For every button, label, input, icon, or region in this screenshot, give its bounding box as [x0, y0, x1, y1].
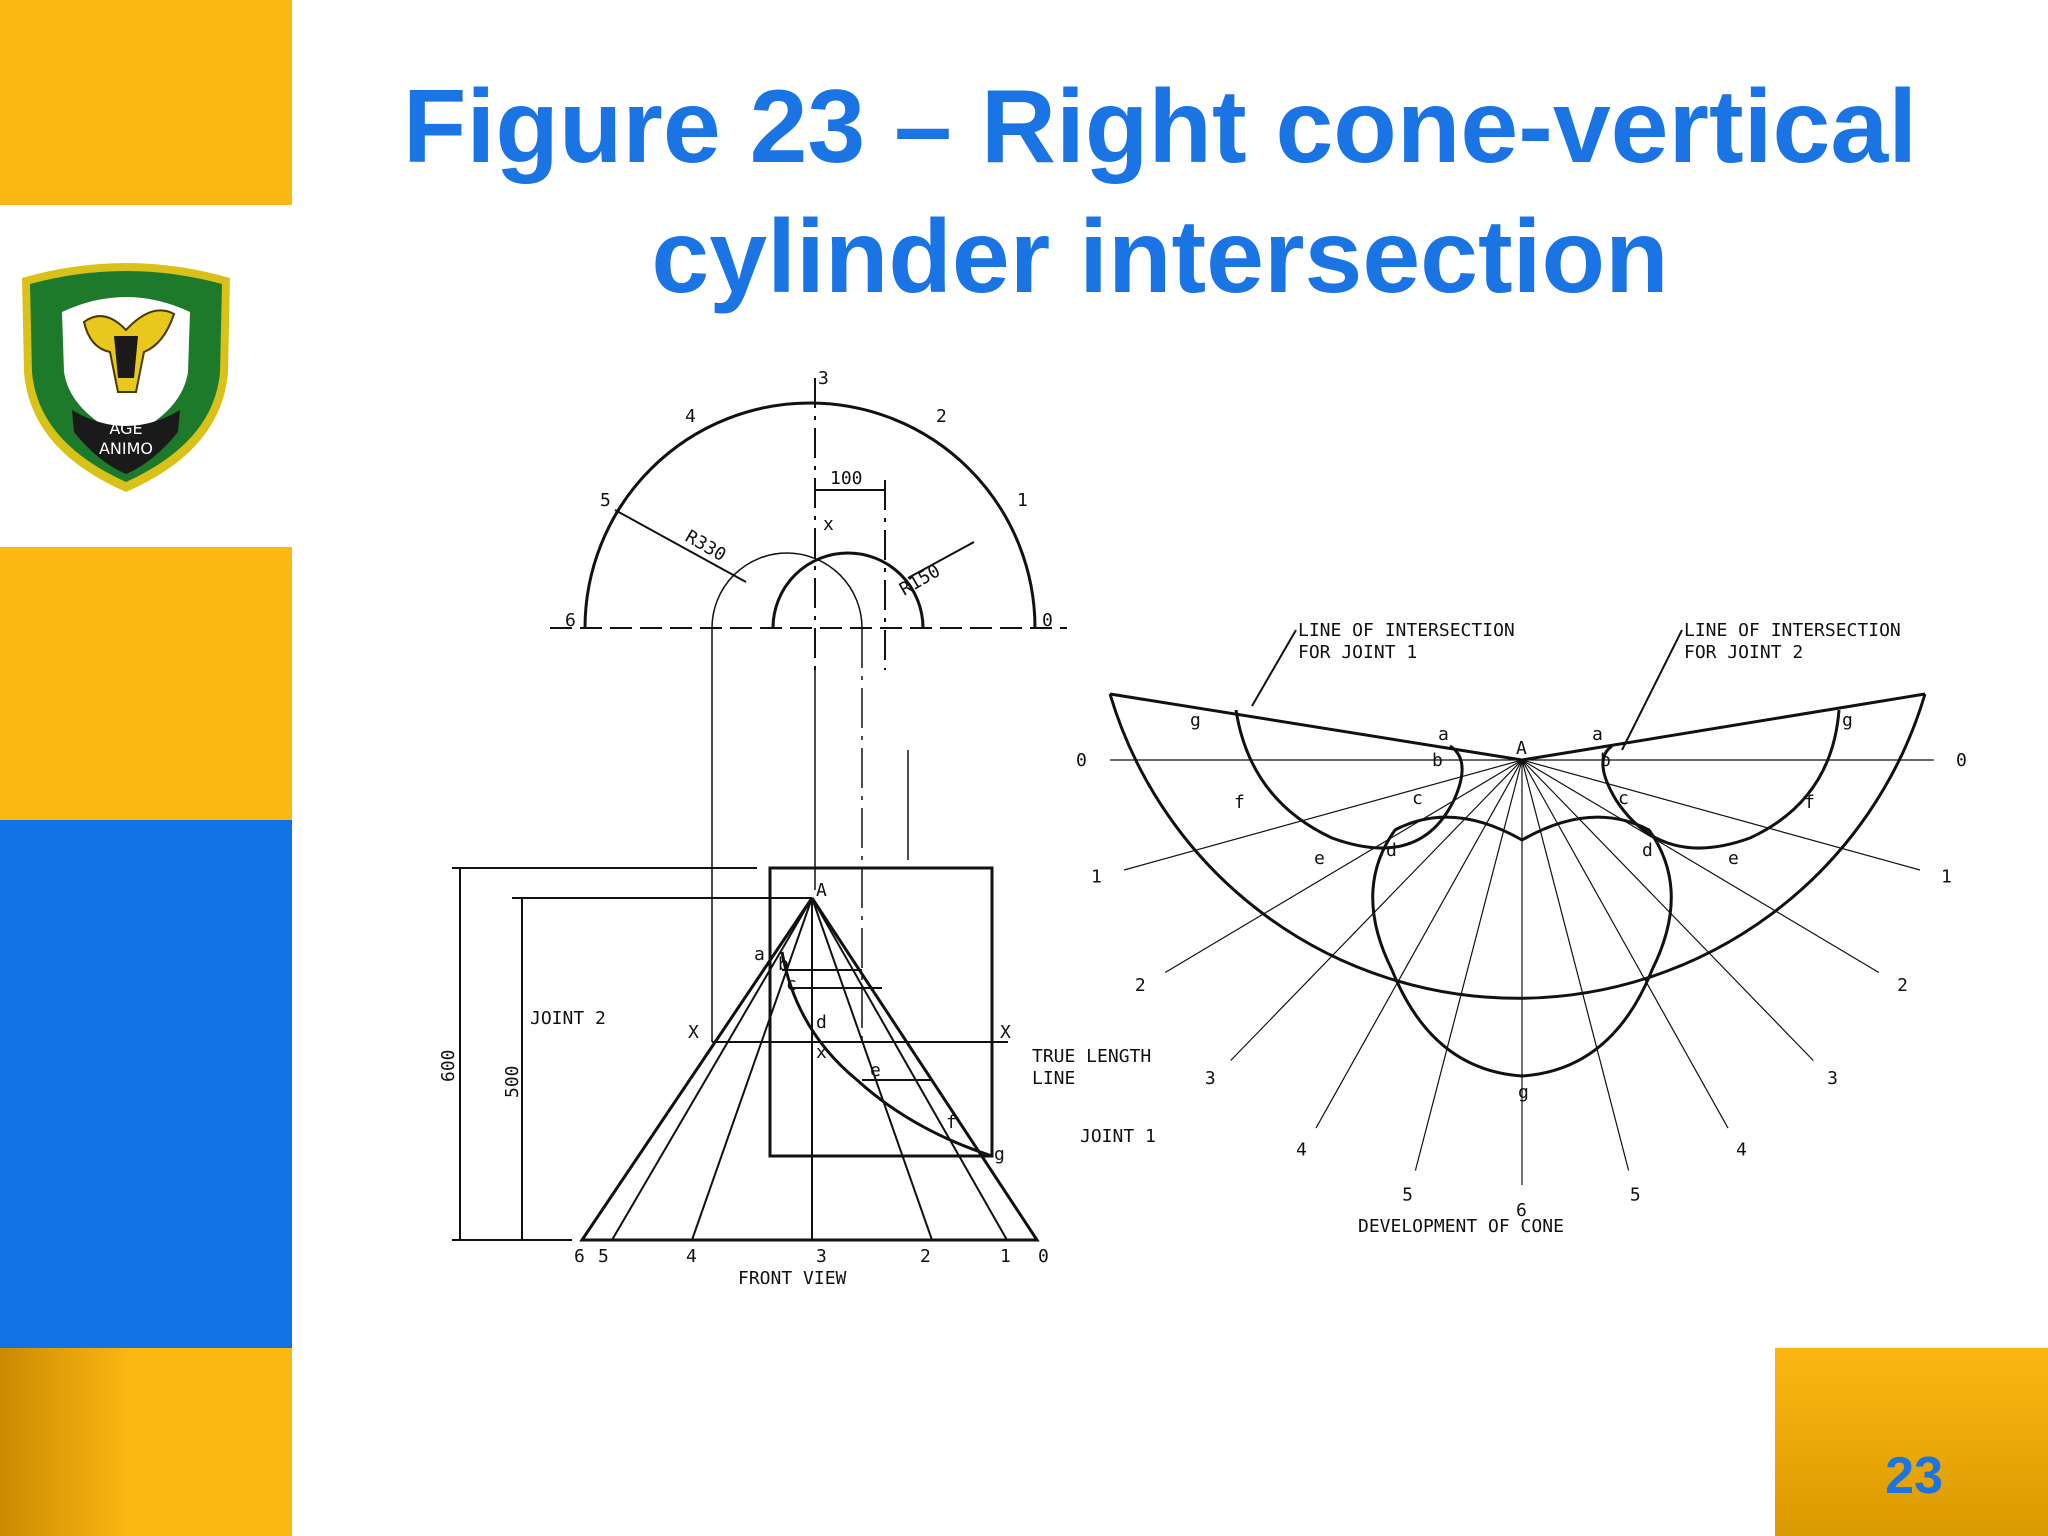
front-true-length-line1: TRUE LENGTH	[1032, 1046, 1151, 1067]
dev-letter-d-left: d	[1386, 840, 1397, 861]
plan-point-3: 3	[818, 368, 829, 389]
development-of-cone: A LINE OF INTERSECTION FOR JOINT 1 LINE …	[1076, 620, 1967, 1237]
plan-point-5: 5	[600, 490, 611, 511]
front-view-caption: FRONT VIEW	[738, 1268, 847, 1289]
page-number: 23	[1885, 1447, 1943, 1505]
dev-letter-a-right: a	[1592, 724, 1603, 745]
front-view: A a b c d e f g X X x 6 5 4 3 2 1 0 600 …	[438, 866, 1156, 1289]
development-ray	[1521, 759, 1921, 871]
gold-band-bottom	[0, 1348, 292, 1536]
development-rim-label: 4	[1736, 1140, 1747, 1161]
development-ray	[1230, 759, 1523, 1061]
development-ray	[1521, 759, 1729, 1129]
dev-joint1-line2: FOR JOINT 1	[1298, 642, 1417, 663]
development-rim-label: 1	[1091, 867, 1102, 888]
plan-point-6: 6	[565, 610, 576, 631]
plan-point-1: 1	[1017, 490, 1028, 511]
development-ray	[1164, 759, 1523, 974]
front-letter-a: a	[754, 944, 765, 965]
front-base-2: 2	[920, 1246, 931, 1267]
development-ray	[1123, 759, 1523, 871]
development-ray	[1521, 759, 1880, 974]
dev-letter-g-bottom: g	[1518, 1082, 1529, 1103]
plan-point-4: 4	[685, 406, 696, 427]
logo-motto-line2: ANIMO	[99, 439, 153, 458]
front-dim-600: 600	[438, 1049, 459, 1082]
dev-letter-e-left: e	[1314, 848, 1325, 869]
development-rim-label: 0	[1956, 750, 1967, 771]
front-base-6: 6	[574, 1246, 585, 1267]
front-joint1-label: JOINT 1	[1080, 1126, 1156, 1147]
development-rim-label: 5	[1402, 1185, 1413, 1206]
blue-band	[0, 820, 292, 1348]
development-rim-label: 3	[1827, 1068, 1838, 1089]
plan-radius-r150: R150	[896, 560, 944, 600]
gold-band-middle	[0, 547, 292, 820]
logo-motto-line1: AGÉ	[109, 419, 142, 438]
plan-point-2: 2	[936, 406, 947, 427]
front-base-4: 4	[686, 1246, 697, 1267]
dev-letter-a-left: a	[1438, 724, 1449, 745]
front-joint2-label: JOINT 2	[530, 1008, 606, 1029]
dev-caption: DEVELOPMENT OF CONE	[1358, 1216, 1564, 1237]
dev-letter-b-left: b	[1432, 750, 1443, 771]
front-letter-f: f	[946, 1112, 957, 1133]
development-rim-label: 1	[1941, 867, 1952, 888]
plan-point-0: 0	[1042, 610, 1053, 631]
dev-letter-b-right: b	[1600, 750, 1611, 771]
plan-view: 0 1 2 3 4 5 6 100 R330 R150 x	[550, 368, 1067, 670]
dev-letter-f-right: f	[1804, 792, 1815, 813]
front-dim-500: 500	[502, 1065, 523, 1098]
development-rim-label: 2	[1135, 975, 1146, 996]
development-ray	[1521, 759, 1630, 1171]
slide-title: Figure 23 – Right cone-vertical cylinder…	[300, 62, 2020, 322]
development-rim-label: 4	[1296, 1140, 1307, 1161]
front-letter-e: e	[870, 1060, 881, 1081]
gold-band-top	[0, 0, 292, 205]
front-x-mark-right: X	[1000, 1022, 1011, 1043]
dev-letter-f-left: f	[1234, 792, 1245, 813]
development-rim-label: 2	[1897, 975, 1908, 996]
dev-letter-d-right: d	[1642, 840, 1653, 861]
front-letter-c: c	[786, 974, 797, 995]
dev-joint2-line2: FOR JOINT 2	[1684, 642, 1803, 663]
development-ray	[1315, 759, 1523, 1129]
front-x-mark-left: X	[688, 1022, 699, 1043]
front-letter-g: g	[994, 1144, 1005, 1165]
dev-apex-label: A	[1516, 738, 1527, 759]
title-line-2: cylinder intersection	[651, 199, 1669, 315]
development-rim-label: 0	[1076, 750, 1087, 771]
dev-letter-c-right: c	[1618, 788, 1629, 809]
front-true-length-line2: LINE	[1032, 1068, 1075, 1089]
technical-drawing: 0 1 2 3 4 5 6 100 R330 R150 x A	[438, 368, 1967, 1289]
plan-dim-100: 100	[830, 468, 863, 489]
front-apex-label: A	[816, 880, 827, 901]
development-rim-label: 6	[1516, 1200, 1527, 1221]
front-base-5: 5	[598, 1246, 609, 1267]
development-ray	[1414, 759, 1523, 1171]
front-letter-b: b	[778, 954, 789, 975]
dev-letter-c-left: c	[1412, 788, 1423, 809]
dev-joint2-line1: LINE OF INTERSECTION	[1684, 620, 1901, 641]
dev-letter-e-right: e	[1728, 848, 1739, 869]
front-base-0: 0	[1038, 1246, 1049, 1267]
front-base-3: 3	[816, 1246, 827, 1267]
school-crest-eagle-icon: AGÉ ANIMO	[22, 263, 230, 492]
development-rim-label: 5	[1630, 1185, 1641, 1206]
front-base-1: 1	[1000, 1246, 1011, 1267]
dev-joint1-line1: LINE OF INTERSECTION	[1298, 620, 1515, 641]
page-number-box: 23	[1775, 1348, 2048, 1536]
dev-letter-g-left: g	[1190, 710, 1201, 731]
development-rim-label: 3	[1205, 1068, 1216, 1089]
front-x-mark-small: x	[816, 1042, 827, 1063]
projection-lines	[711, 628, 909, 1042]
title-line-1: Figure 23 – Right cone-vertical	[402, 69, 1918, 185]
plan-cross-mark: x	[823, 514, 834, 535]
front-letter-d: d	[816, 1012, 827, 1033]
development-ray	[1521, 759, 1814, 1061]
dev-letter-g-right: g	[1842, 710, 1853, 731]
